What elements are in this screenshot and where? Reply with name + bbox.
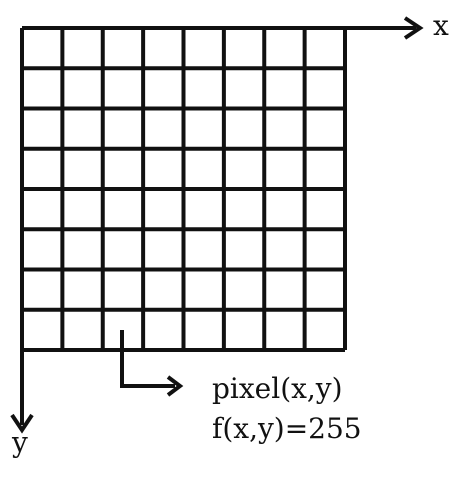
x-axis-arrowhead bbox=[403, 16, 424, 40]
pixel-pointer-arrowhead bbox=[166, 375, 184, 397]
x-axis-label: x bbox=[433, 9, 449, 42]
y-axis-label: y bbox=[11, 426, 28, 459]
y-axis-arrowhead bbox=[10, 413, 34, 434]
pixel-label: pixel(x,y) bbox=[212, 372, 343, 405]
pixel-value-label: f(x,y)=255 bbox=[212, 412, 362, 445]
pixel-pointer-line bbox=[120, 330, 175, 388]
pixel-grid bbox=[20, 26, 347, 352]
